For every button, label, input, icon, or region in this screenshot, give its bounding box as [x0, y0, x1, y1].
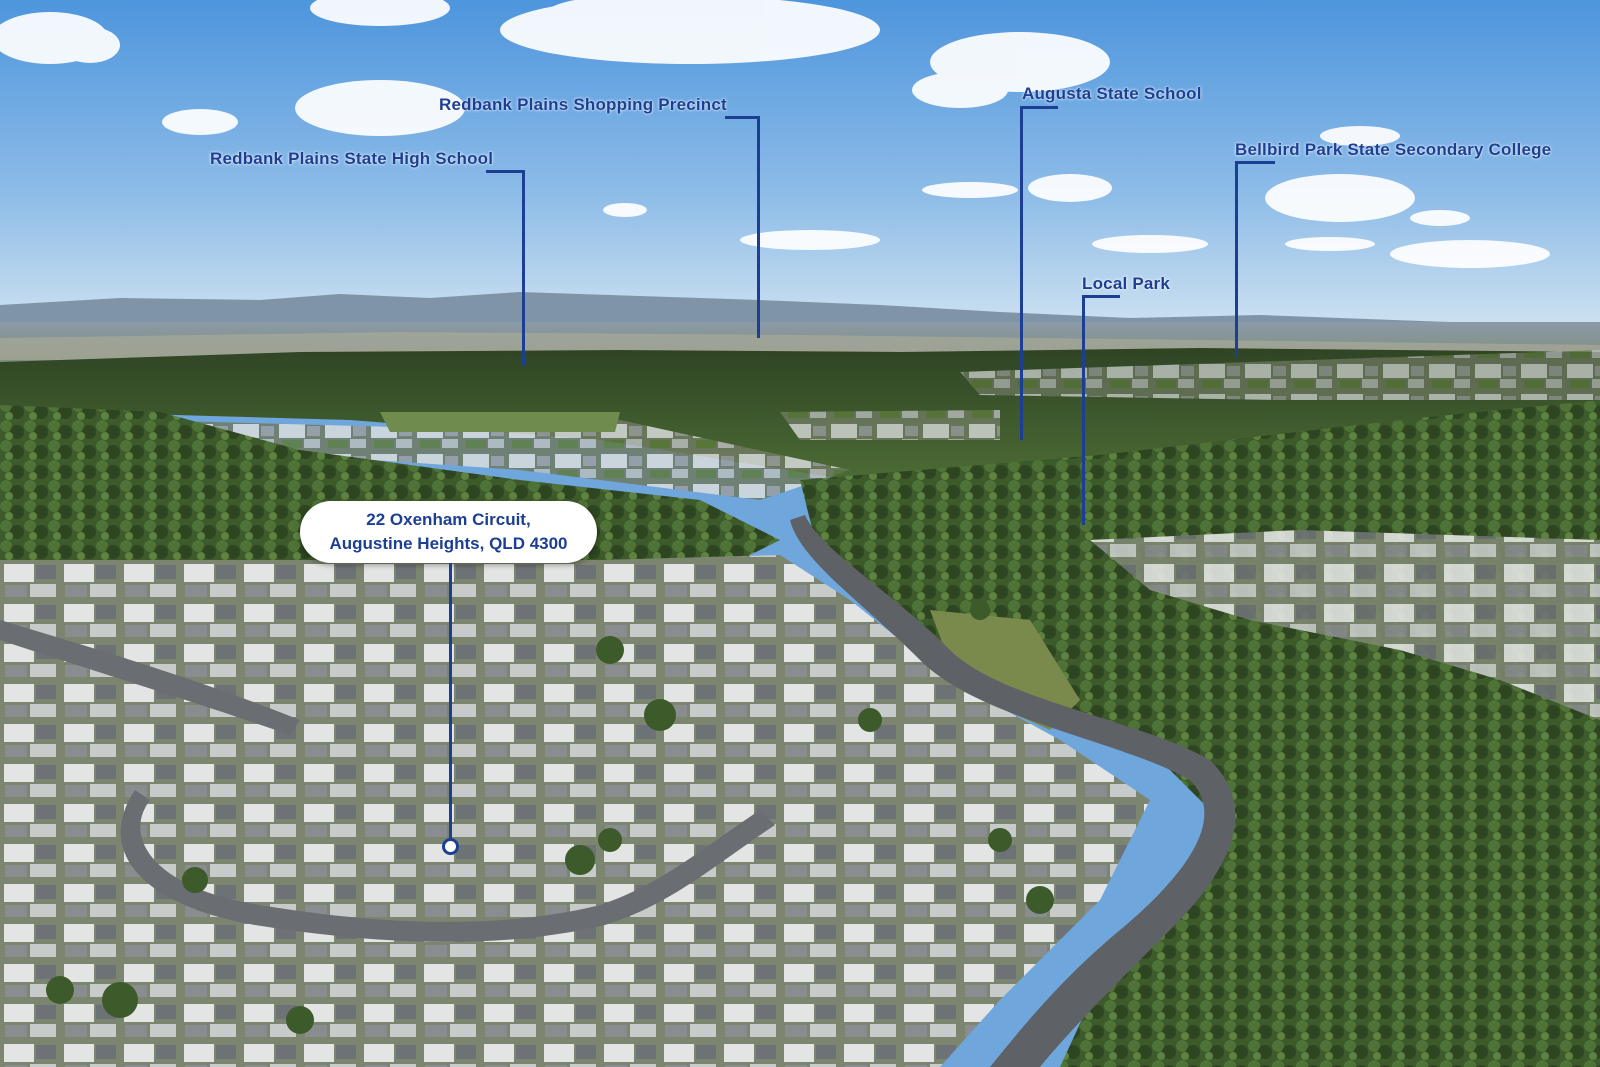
leader-line — [522, 170, 525, 366]
landmark-label-local-park: Local Park — [1082, 274, 1170, 293]
address-line-2: Augustine Heights, QLD 4300 — [329, 534, 568, 553]
landmark-label-redbank-plains-state-high-school: Redbank Plains State High School — [210, 149, 494, 168]
property-address-bubble: 22 Oxenham Circuit, Augustine Heights, Q… — [300, 501, 597, 563]
leader-hook — [1235, 161, 1275, 164]
leader-line — [1082, 295, 1085, 525]
address-line-1: 22 Oxenham Circuit, — [366, 510, 531, 529]
leader-line — [1020, 106, 1023, 440]
landmark-label-augusta-state-school: Augusta State School — [1022, 84, 1202, 103]
leader-line — [1235, 161, 1238, 357]
leader-hook — [486, 170, 524, 173]
property-pin-line — [449, 563, 452, 840]
leader-line — [757, 116, 760, 338]
property-location-marker — [442, 838, 459, 855]
leader-hook — [725, 116, 760, 119]
leader-hook — [1082, 295, 1120, 298]
landmark-label-redbank-plains-shopping-precinct: Redbank Plains Shopping Precinct — [439, 95, 727, 114]
leader-hook — [1020, 106, 1058, 109]
landmark-label-bellbird-park-state-secondary-college: Bellbird Park State Secondary College — [1235, 140, 1552, 159]
